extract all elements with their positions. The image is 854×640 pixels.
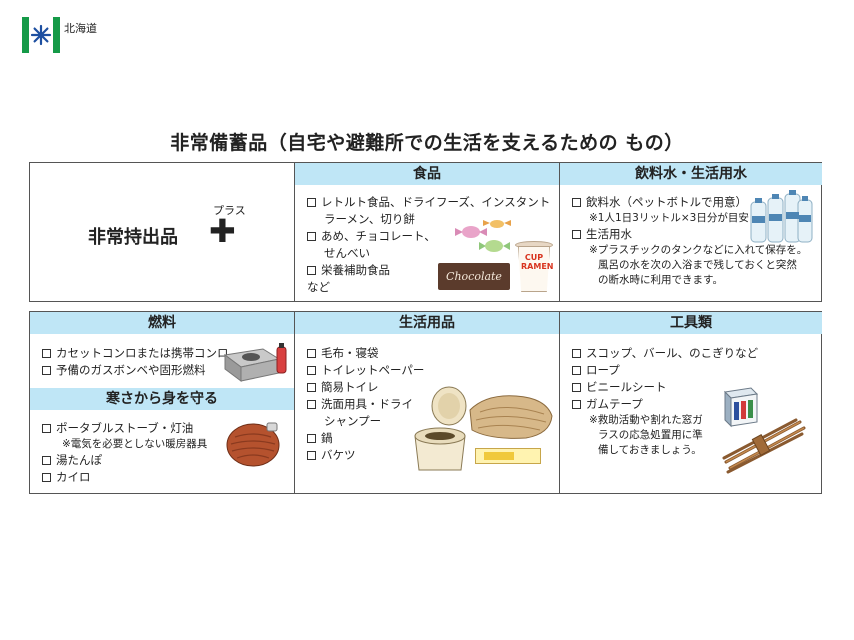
checkbox-icon [307,366,316,375]
logo-text: 北海道 [64,22,97,35]
list-item: ビニールシート [572,379,758,396]
row1-table: 非常持出品 プラス ✚ 食品 レトルト食品、ドライフーズ、インスタント ラーメン… [29,162,822,302]
emergency-cell: 非常持出品 プラス ✚ [30,163,294,301]
checkbox-icon [307,232,316,241]
tools-note: ※救助活動や割れた窓ガ [589,414,703,426]
checkbox-icon [307,451,316,460]
food-list: レトルト食品、ドライフーズ、インスタント ラーメン、切り餅 あめ、チョコレート、… [307,194,550,296]
checkbox-icon [307,434,316,443]
water-bottles-icon [750,190,813,243]
list-item: 栄養補助食品 [307,262,550,279]
list-item: カセットコンロまたは携帯コンロ [42,345,229,362]
list-item: カイロ [42,469,207,486]
food-header: 食品 [295,163,559,185]
list-item: せんべい [324,246,370,260]
cold-header: 寒さから身を守る [30,388,294,410]
emergency-label: 非常持出品 [88,227,178,248]
plus-label: プラス [213,204,246,217]
hokkaido-logo: 北海道 [22,17,97,53]
checkbox-icon [572,230,581,239]
water-list: 飲料水（ペットボトルで用意） ※1人1日3リットル×3日分が目安 生活用水 ※プ… [572,194,807,288]
tools-note: ラスの応急処置用に準 [598,429,703,441]
water-cell: 飲料水・生活用水 飲料水（ペットボトルで用意） ※1人1日3リットル×3日分が目… [559,163,822,301]
cup-label: CUP RAMEN [521,253,554,271]
blanket-icon [469,395,553,439]
list-item: 鍋 [307,430,424,447]
checkbox-icon [572,383,581,392]
row2-table: 燃料 カセットコンロまたは携帯コンロ 予備のガスボンベや固形燃料 寒さから身を守… [29,311,822,494]
water-note: の断水時に利用できます。 [598,274,723,286]
checkbox-icon [42,473,51,482]
checkbox-icon [572,198,581,207]
list-item: 毛布・寝袋 [307,345,424,362]
list-item: ポータブルストーブ・灯油 [42,420,207,437]
list-item: シャンプー [324,414,382,428]
daily-list: 毛布・寝袋 トイレットペーパー 簡易トイレ 洗面用具・ドライ シャンプー 鍋 バ… [307,345,424,464]
list-item: 生活用水 [572,226,807,243]
food-footer: など [307,280,330,294]
list-item: 湯たんぽ [42,452,207,469]
cold-list: ポータブルストーブ・灯油 ※電気を必要としない暖房器具 湯たんぽ カイロ [42,420,207,486]
fuel-list: カセットコンロまたは携帯コンロ 予備のガスボンベや固形燃料 [42,345,229,379]
page-title: 非常備蓄品（自宅や避難所での生活を支えるための もの） [170,132,684,154]
water-header: 飲料水・生活用水 [560,163,822,185]
chocolate-icon: Chocolate [438,263,510,290]
checkbox-icon [42,349,51,358]
checkbox-icon [307,349,316,358]
food-cell: 食品 レトルト食品、ドライフーズ、インスタント ラーメン、切り餅 あめ、チョコレ… [294,163,559,301]
cup-noodle-icon: CUP RAMEN [515,241,553,293]
water-note: 風呂の水を次の入浴まで残しておくと突然 [598,259,797,271]
list-item: 飲料水（ペットボトルで用意） [572,194,807,211]
checkbox-icon [307,383,316,392]
list-item: バケツ [307,447,424,464]
water-note: ※プラスチックのタンクなどに入れて保存を。 [589,244,808,256]
checkbox-icon [572,349,581,358]
daily-cell: 生活用品 毛布・寝袋 トイレットペーパー 簡易トイレ 洗面用具・ドライ シャンプ… [294,312,559,493]
tools-list: スコップ、バール、のこぎりなど ロープ ビニールシート ガムテープ ※救助活動や… [572,345,758,458]
checkbox-icon [307,400,316,409]
cassette-stove-icon [223,343,287,382]
checkbox-icon [307,266,316,275]
fuel-cell: 燃料 カセットコンロまたは携帯コンロ 予備のガスボンベや固形燃料 寒さから身を守… [30,312,294,493]
checkbox-icon [42,424,51,433]
water-note: ※1人1日3リットル×3日分が目安 [589,212,749,224]
tools-cell: 工具類 スコップ、バール、のこぎりなど ロープ ビニールシート ガムテープ ※救… [559,312,822,493]
checkbox-icon [307,198,316,207]
candy-icon [455,220,511,252]
list-item: トイレットペーパー [307,362,424,379]
tools-note: 備しておきましょう。 [598,444,702,456]
portable-toilet-icon [414,386,467,471]
hokkaido-emblem-icon [22,17,60,53]
checkbox-icon [42,366,51,375]
list-item: ロープ [572,362,758,379]
shampoo-icon [475,448,541,464]
list-item: あめ、チョコレート、 [307,228,550,245]
hot-water-bottle-icon [226,422,280,467]
cold-note: ※電気を必要としない暖房器具 [62,438,208,450]
list-item: 洗面用具・ドライ [307,396,424,413]
tape-box-icon [723,387,759,428]
list-item: 簡易トイレ [307,379,424,396]
list-item: レトルト食品、ドライフーズ、インスタント [307,194,550,211]
list-item: ガムテープ [572,396,758,413]
tools-header: 工具類 [560,312,822,334]
list-item: ラーメン、切り餅 [324,212,415,226]
list-item: スコップ、バール、のこぎりなど [572,345,758,362]
checkbox-icon [42,456,51,465]
chocolate-label: Chocolate [446,270,502,283]
fuel-header: 燃料 [30,312,294,334]
plus-icon: ✚ [209,212,236,250]
daily-header: 生活用品 [295,312,559,334]
checkbox-icon [572,400,581,409]
list-item: 予備のガスボンベや固形燃料 [42,362,229,379]
checkbox-icon [572,366,581,375]
rope-icon [722,418,806,474]
